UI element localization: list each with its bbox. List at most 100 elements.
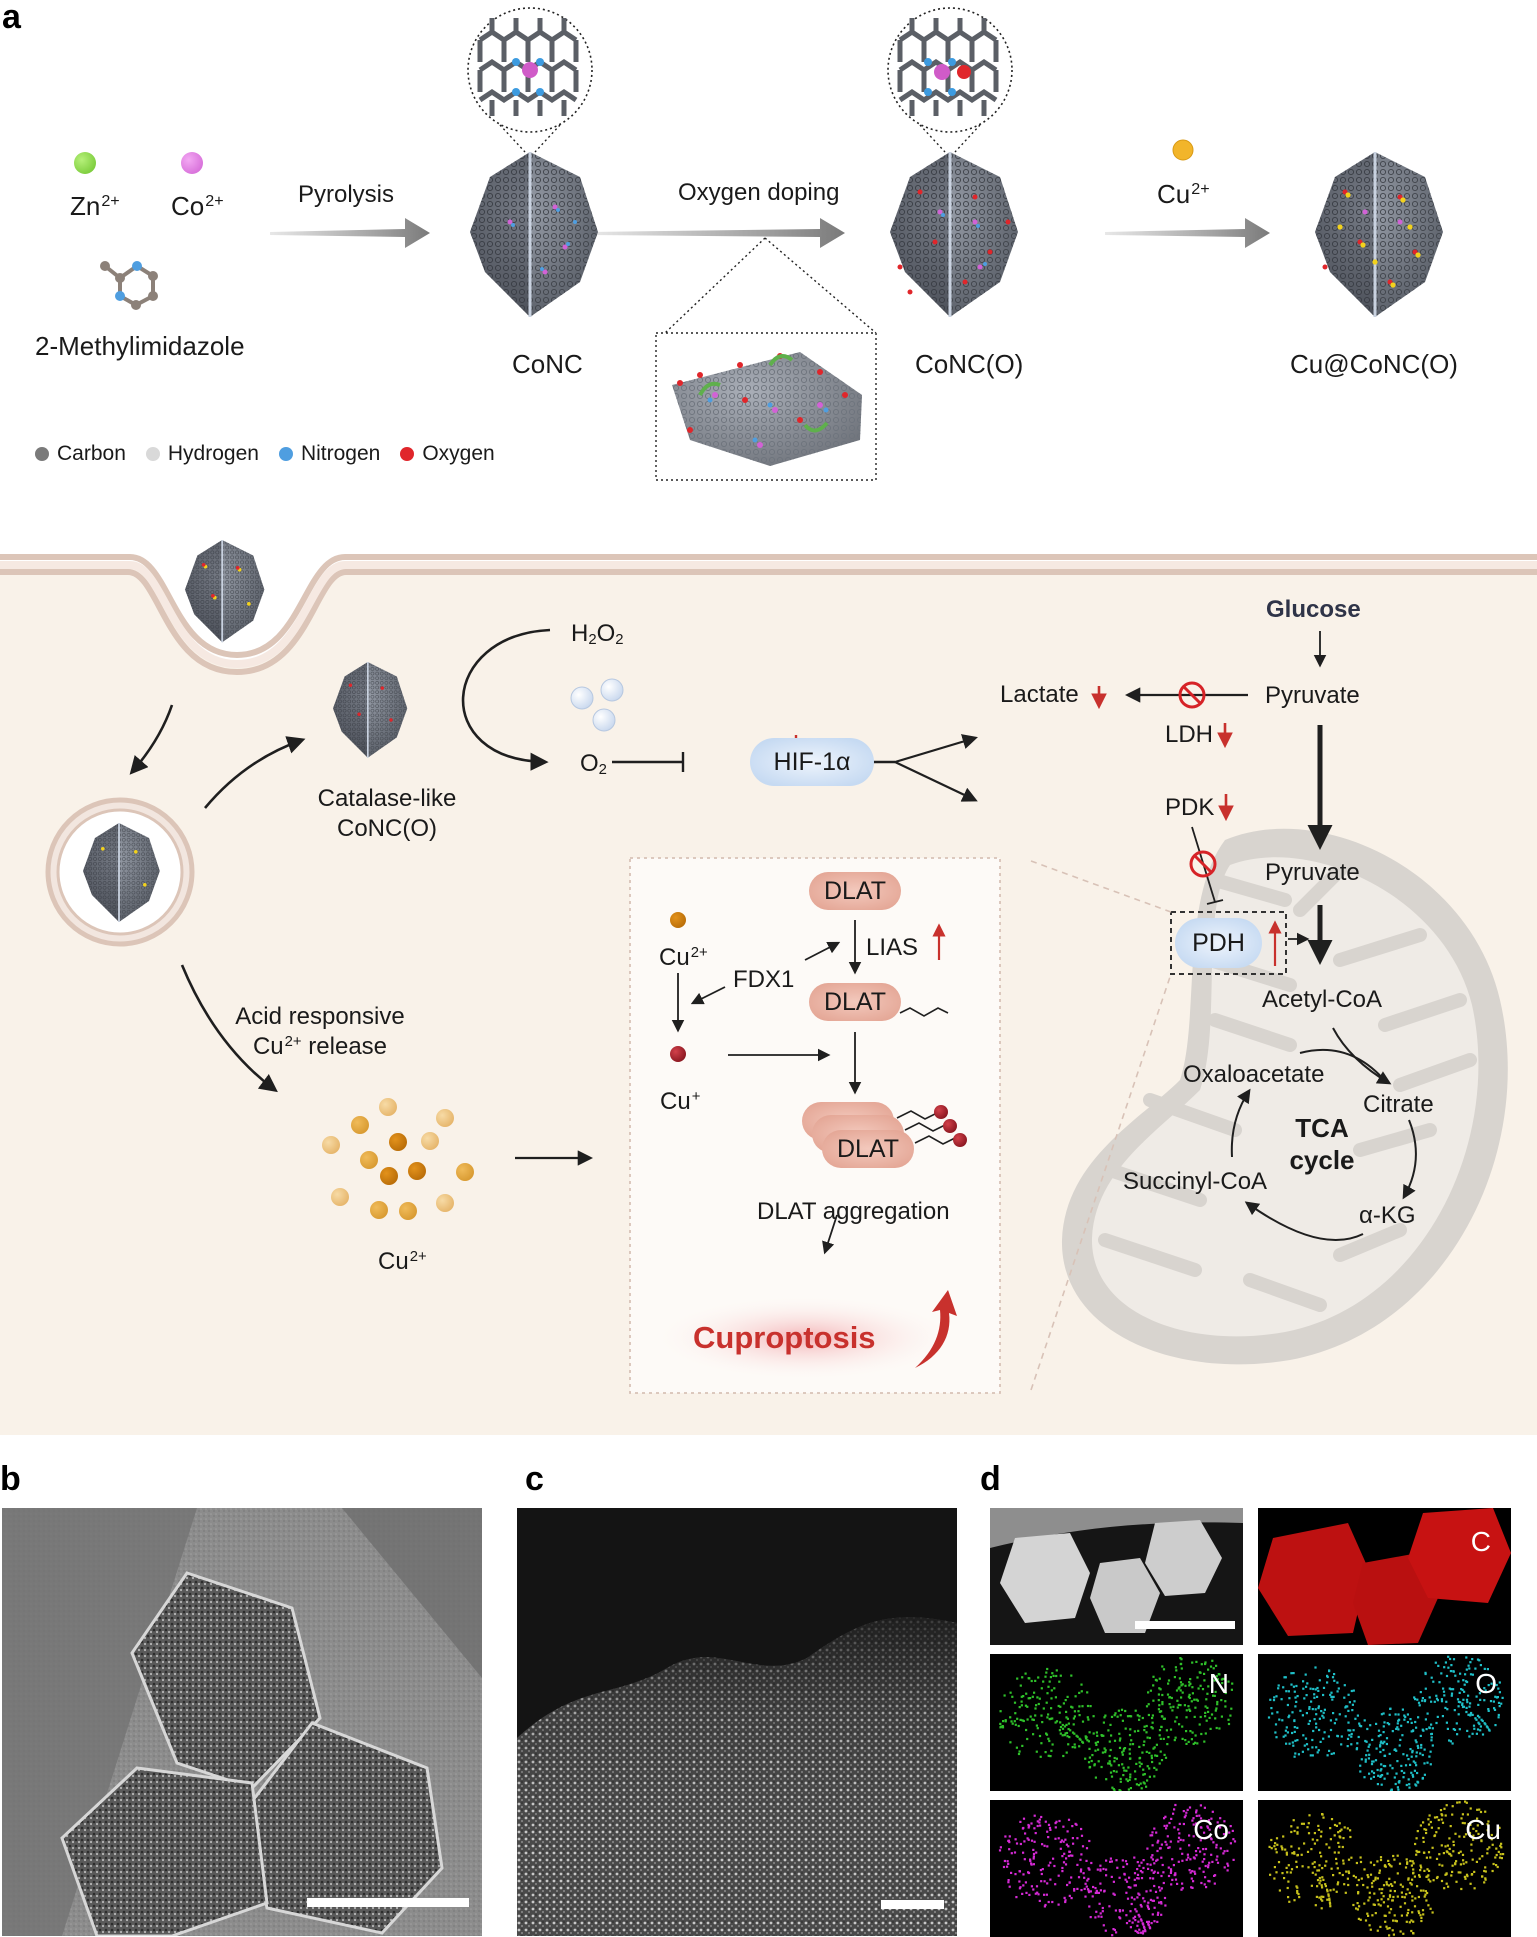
eds-signal-dot: [1187, 1705, 1190, 1708]
eds-signal-dot: [1457, 1851, 1460, 1855]
eds-signal-dot: [1090, 1759, 1093, 1763]
eds-signal-dot: [1451, 1742, 1454, 1745]
eds-signal-dot: [1348, 1701, 1351, 1704]
eds-signal-dot: [1492, 1700, 1495, 1703]
eds-signal-dot: [1319, 1740, 1322, 1743]
eds-signal-dot: [1138, 1765, 1142, 1768]
eds-signal-dot: [1147, 1924, 1150, 1927]
eds-signal-dot: [1450, 1664, 1453, 1667]
eds-signal-dot: [1391, 1899, 1394, 1902]
eds-signal-dot: [1168, 1703, 1171, 1706]
eds-signal-dot: [1227, 1722, 1231, 1726]
eds-signal-dot: [1449, 1670, 1452, 1673]
eds-signal-dot: [1204, 1847, 1208, 1851]
eds-signal-dot: [1322, 1711, 1325, 1714]
eds-signal-dot: [1211, 1860, 1214, 1863]
eds-signal-dot: [1375, 1722, 1378, 1725]
eds-signal-dot: [1214, 1717, 1217, 1720]
eds-signal-dot: [1449, 1740, 1452, 1743]
eds-signal-dot: [1200, 1663, 1203, 1666]
eds-signal-dot: [1439, 1809, 1443, 1812]
eds-signal-dot: [1392, 1933, 1395, 1936]
eds-signal-dot: [1333, 1679, 1336, 1682]
eds-signal-dot: [1088, 1766, 1091, 1769]
eds-signal-dot: [1391, 1730, 1394, 1733]
eds-signal-dot: [1406, 1888, 1409, 1891]
eds-signal-dot: [1284, 1676, 1287, 1679]
eds-signal-dot: [1284, 1848, 1287, 1851]
eds-signal-dot: [1303, 1842, 1306, 1845]
eds-signal-dot: [1430, 1736, 1433, 1739]
eds-signal-dot: [1317, 1824, 1320, 1827]
eds-signal-dot: [1417, 1701, 1421, 1704]
eds-signal-dot: [1413, 1905, 1417, 1908]
eds-signal-dot: [1373, 1863, 1376, 1867]
eds-signal-dot: [1395, 1772, 1398, 1775]
eds-signal-dot: [1287, 1690, 1290, 1693]
eds-signal-dot: [1355, 1907, 1358, 1910]
eds-signal-dot: [1422, 1913, 1425, 1916]
eds-signal-dot: [1013, 1720, 1016, 1723]
eds-signal-dot: [1445, 1882, 1448, 1885]
eds-signal-dot: [1423, 1748, 1426, 1751]
eds-signal-dot: [1467, 1713, 1470, 1716]
eds-signal-dot: [1327, 1894, 1330, 1897]
eds-signal-dot: [1062, 1825, 1065, 1828]
eds-signal-dot: [1329, 1827, 1332, 1830]
eds-signal-dot: [1173, 1808, 1176, 1811]
eds-signal-dot: [1091, 1754, 1094, 1757]
eds-signal-dot: [1472, 1834, 1475, 1837]
eds-signal-dot: [1287, 1896, 1290, 1899]
eds-signal-dot: [1001, 1725, 1004, 1728]
eds-signal-dot: [1469, 1702, 1472, 1705]
eds-signal-dot: [1100, 1734, 1103, 1737]
eds-signal-dot: [1359, 1860, 1363, 1864]
eds-signal-dot: [1192, 1817, 1195, 1820]
hif-1a-node: HIF-1α: [750, 738, 874, 786]
eds-signal-dot: [1194, 1734, 1197, 1737]
eds-signal-dot: [1398, 1780, 1401, 1783]
eds-signal-dot: [1410, 1721, 1413, 1724]
eds-signal-dot: [1215, 1846, 1218, 1849]
eds-signal-dot: [1189, 1709, 1192, 1712]
eds-signal-dot: [1212, 1841, 1215, 1844]
eds-signal-dot: [1159, 1737, 1162, 1740]
eds-signal-dot: [1314, 1666, 1317, 1669]
eds-signal-dot: [1125, 1863, 1129, 1866]
eds-signal-dot: [1140, 1919, 1143, 1922]
eds-signal-dot: [1417, 1781, 1420, 1784]
eds-signal-dot: [1211, 1659, 1214, 1662]
eds-signal-dot: [1444, 1845, 1447, 1848]
eds-signal-dot: [1291, 1741, 1294, 1744]
eds-signal-dot: [1473, 1727, 1476, 1730]
eds-signal-dot: [1031, 1718, 1034, 1721]
eds-signal-dot: [1190, 1738, 1193, 1741]
eds-signal-dot: [1269, 1873, 1272, 1876]
o-dots: [1267, 1655, 1504, 1791]
eds-signal-dot: [1409, 1763, 1412, 1766]
eds-signal-dot: [1476, 1658, 1480, 1661]
eds-signal-dot: [1286, 1886, 1289, 1890]
eds-signal-dot: [1029, 1715, 1032, 1718]
eds-signal-dot: [1085, 1859, 1088, 1862]
eds-signal-dot: [1068, 1850, 1071, 1853]
eds-signal-dot: [1043, 1893, 1046, 1896]
eds-signal-dot: [1143, 1782, 1146, 1785]
scale-bar: [307, 1898, 469, 1907]
eds-signal-dot: [1483, 1687, 1486, 1690]
eds-signal-dot: [1219, 1817, 1222, 1820]
eds-signal-dot: [1073, 1889, 1076, 1892]
eds-signal-dot: [1129, 1776, 1132, 1779]
eds-signal-dot: [1372, 1771, 1376, 1775]
eds-signal-dot: [1081, 1845, 1085, 1848]
eds-signal-dot: [1214, 1690, 1217, 1693]
eds-signal-dot: [1081, 1741, 1085, 1744]
eds-signal-dot: [1152, 1684, 1155, 1687]
eds-signal-dot: [1080, 1683, 1083, 1686]
eds-signal-dot: [1302, 1687, 1305, 1690]
eds-signal-dot: [1143, 1900, 1146, 1903]
eds-signal-dot: [1336, 1735, 1339, 1738]
eds-signal-dot: [1080, 1853, 1083, 1856]
eds-signal-dot: [1418, 1874, 1421, 1877]
eds-signal-dot: [1372, 1879, 1375, 1883]
